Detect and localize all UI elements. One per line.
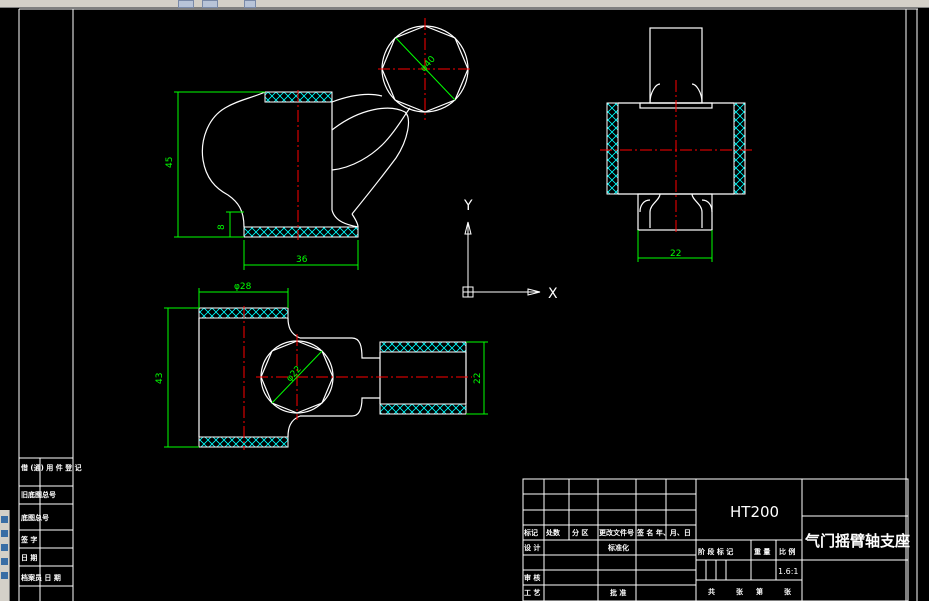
tb-label-stage-mark: 阶 段 标 记 — [698, 547, 733, 556]
dim-top-right-height: 22 — [473, 373, 483, 384]
toolbar-button[interactable] — [202, 0, 218, 8]
tb-label-standardize: 标准化 — [607, 543, 629, 552]
tool-icon[interactable] — [1, 530, 8, 537]
material-text: HT200 — [730, 503, 779, 521]
ucs-x-label: X — [548, 286, 558, 302]
tool-icon[interactable] — [1, 558, 8, 565]
tb-label-change-doc: 更改文件号 — [599, 528, 634, 537]
ucs-y-label: Y — [463, 198, 473, 214]
tb-label-total: 共 — [708, 587, 715, 596]
tb-label-zone: 分 区 — [572, 528, 588, 537]
dim-front-dia: φ40 — [419, 54, 438, 74]
top-view[interactable]: φ28 43 φ22 22 — [155, 282, 488, 450]
drawing-canvas[interactable]: 借 (通) 用 件 登 记 旧底图总号 底图总号 签 字 日 期 档案员 日 期 — [9, 7, 929, 601]
tool-icon[interactable] — [1, 572, 8, 579]
tb-label-design: 设 计 — [524, 543, 540, 552]
tool-icon[interactable] — [1, 516, 8, 523]
side-row-label: 日 期 — [21, 553, 37, 562]
tb-label-sheet: 张 — [736, 587, 744, 596]
side-row-label: 旧底图总号 — [21, 490, 56, 499]
tb-label-sheet2: 张 — [784, 587, 792, 596]
tb-label-count: 处数 — [545, 528, 561, 537]
dim-top-center-dia: φ22 — [285, 364, 304, 384]
tool-icon[interactable] — [1, 544, 8, 551]
side-row-label: 档案员 日 期 — [20, 573, 61, 582]
toolbar-button[interactable] — [244, 0, 256, 8]
side-row-label: 借 (通) 用 件 登 记 — [20, 463, 82, 472]
tb-label-process: 工 艺 — [524, 588, 540, 597]
front-view[interactable]: 45 8 36 φ40 — [165, 18, 472, 270]
toolbar-button[interactable] — [178, 0, 194, 8]
side-view[interactable]: 22 — [600, 27, 752, 262]
drawing-frame — [18, 8, 918, 601]
side-row-label: 签 字 — [20, 535, 37, 544]
tb-label-num: 第 — [756, 587, 763, 596]
side-registration-block: 借 (通) 用 件 登 记 旧底图总号 底图总号 签 字 日 期 档案员 日 期 — [19, 457, 82, 601]
scale-value: 1.6:1 — [778, 567, 799, 576]
tb-label-scale: 比 例 — [779, 547, 795, 556]
dim-front-base: 8 — [217, 224, 227, 230]
tb-label-approve: 批 准 — [610, 588, 626, 597]
tb-label-weight: 重 量 — [754, 547, 770, 556]
tb-label-sign-date: 签 名 年、月、日 — [636, 528, 691, 537]
toolbar-strip — [0, 0, 929, 8]
tb-label-mark: 标记 — [523, 528, 538, 537]
ucs-axis-icon — [462, 221, 541, 298]
dim-top-height: 43 — [155, 373, 165, 384]
dim-top-dia: φ28 — [234, 282, 252, 292]
part-name: 气门摇臂轴支座 — [804, 532, 910, 550]
dim-front-width: 36 — [296, 255, 308, 265]
dim-front-height: 45 — [165, 157, 175, 168]
side-row-label: 底图总号 — [21, 513, 49, 522]
dim-side-width: 22 — [670, 249, 681, 259]
tb-label-review: 审 核 — [524, 573, 540, 582]
title-block: 标记 处数 分 区 更改文件号 签 名 年、月、日 设 计 标准化 阶 段 标 … — [522, 478, 910, 601]
left-dock-toolbar — [0, 510, 10, 601]
